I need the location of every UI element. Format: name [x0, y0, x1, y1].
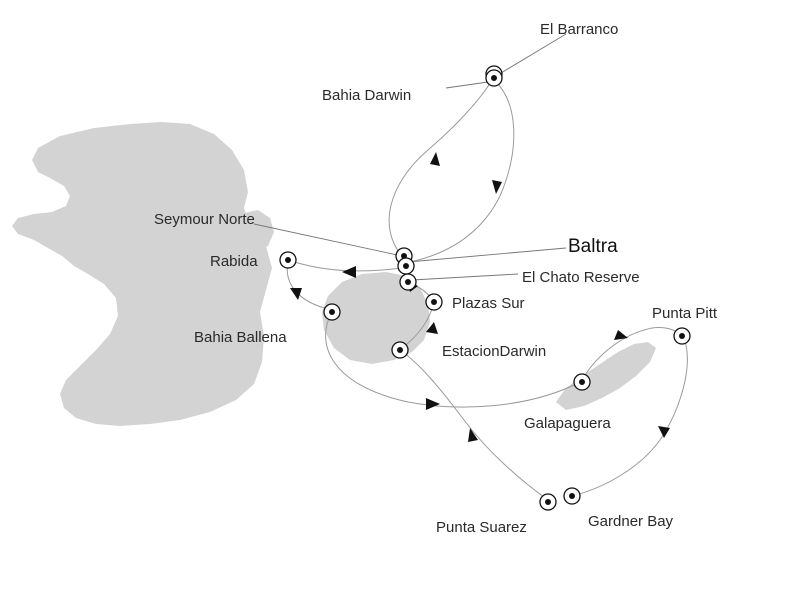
label-gardner-bay: Gardner Bay — [588, 513, 674, 530]
label-seymour-norte: Seymour Norte — [154, 211, 255, 228]
marker-bahia-darwin[interactable] — [485, 69, 503, 87]
marker-punta-pitt[interactable] — [673, 327, 691, 345]
island-santiago — [226, 210, 274, 252]
label-el-barranco: El Barranco — [540, 21, 618, 38]
marker-bahia-ballena[interactable] — [323, 303, 341, 321]
route-punta-pitt-to-gardner-bay — [571, 337, 688, 497]
marker-gardner-bay[interactable] — [563, 487, 581, 505]
arrow-southwest — [658, 426, 670, 438]
leader-el-barranco — [495, 33, 567, 77]
route-bahia-darwin-to-baltra — [409, 81, 515, 263]
route-rabida-to-bahia-ballena — [286, 261, 333, 311]
leader-el-chato — [411, 273, 519, 281]
label-rabida: Rabida — [210, 253, 258, 270]
leader-seymour-norte — [253, 223, 403, 257]
land-masses — [12, 122, 656, 426]
port-labels: El Barranco Bahia Darwin Seymour Norte B… — [154, 21, 718, 536]
port-markers — [279, 65, 691, 511]
marker-baltra[interactable] — [397, 257, 415, 275]
route-punta-suarez-to-estacion-darwin — [399, 349, 549, 501]
route-bahia-ballena-to-galapaguera — [325, 311, 581, 408]
arrow-westbound — [342, 266, 356, 278]
marker-punta-suarez[interactable] — [539, 493, 557, 511]
arrow-northeast — [614, 330, 628, 340]
label-bahia-ballena: Bahia Ballena — [194, 329, 287, 346]
island-isabela — [12, 122, 272, 426]
label-el-chato-reserve: El Chato Reserve — [522, 269, 640, 286]
route-baltra-to-bahia-darwin — [388, 79, 493, 257]
arrow-eastbound — [426, 398, 440, 410]
label-punta-suarez: Punta Suarez — [436, 519, 527, 536]
label-plazas-sur: Plazas Sur — [452, 295, 525, 312]
label-leaders — [253, 33, 567, 281]
arrow-northbound — [430, 152, 440, 166]
label-baltra: Baltra — [568, 236, 618, 257]
marker-plazas-sur[interactable] — [425, 293, 443, 311]
marker-estacion-darwin[interactable] — [391, 341, 409, 359]
arrow-northwest — [468, 428, 478, 442]
route-galapaguera-to-punta-pitt — [581, 327, 683, 381]
marker-rabida[interactable] — [279, 251, 297, 269]
label-bahia-darwin: Bahia Darwin — [322, 87, 411, 104]
marker-el-chato-reserve[interactable] — [399, 273, 417, 291]
route-baltra-to-rabida — [287, 259, 403, 272]
label-galapaguera: Galapaguera — [524, 415, 611, 432]
marker-galapaguera[interactable] — [573, 373, 591, 391]
arrow-southbound — [492, 180, 502, 194]
label-punta-pitt: Punta Pitt — [652, 305, 718, 322]
leader-bahia-darwin — [445, 81, 489, 89]
island-san-cristobal — [556, 342, 656, 410]
leader-baltra — [407, 247, 567, 263]
label-estacion-darwin: EstacionDarwin — [442, 343, 546, 360]
island-santa-cruz — [322, 272, 430, 364]
arrow-plazas-north — [426, 322, 438, 334]
arrow-rabida-south — [290, 288, 302, 300]
